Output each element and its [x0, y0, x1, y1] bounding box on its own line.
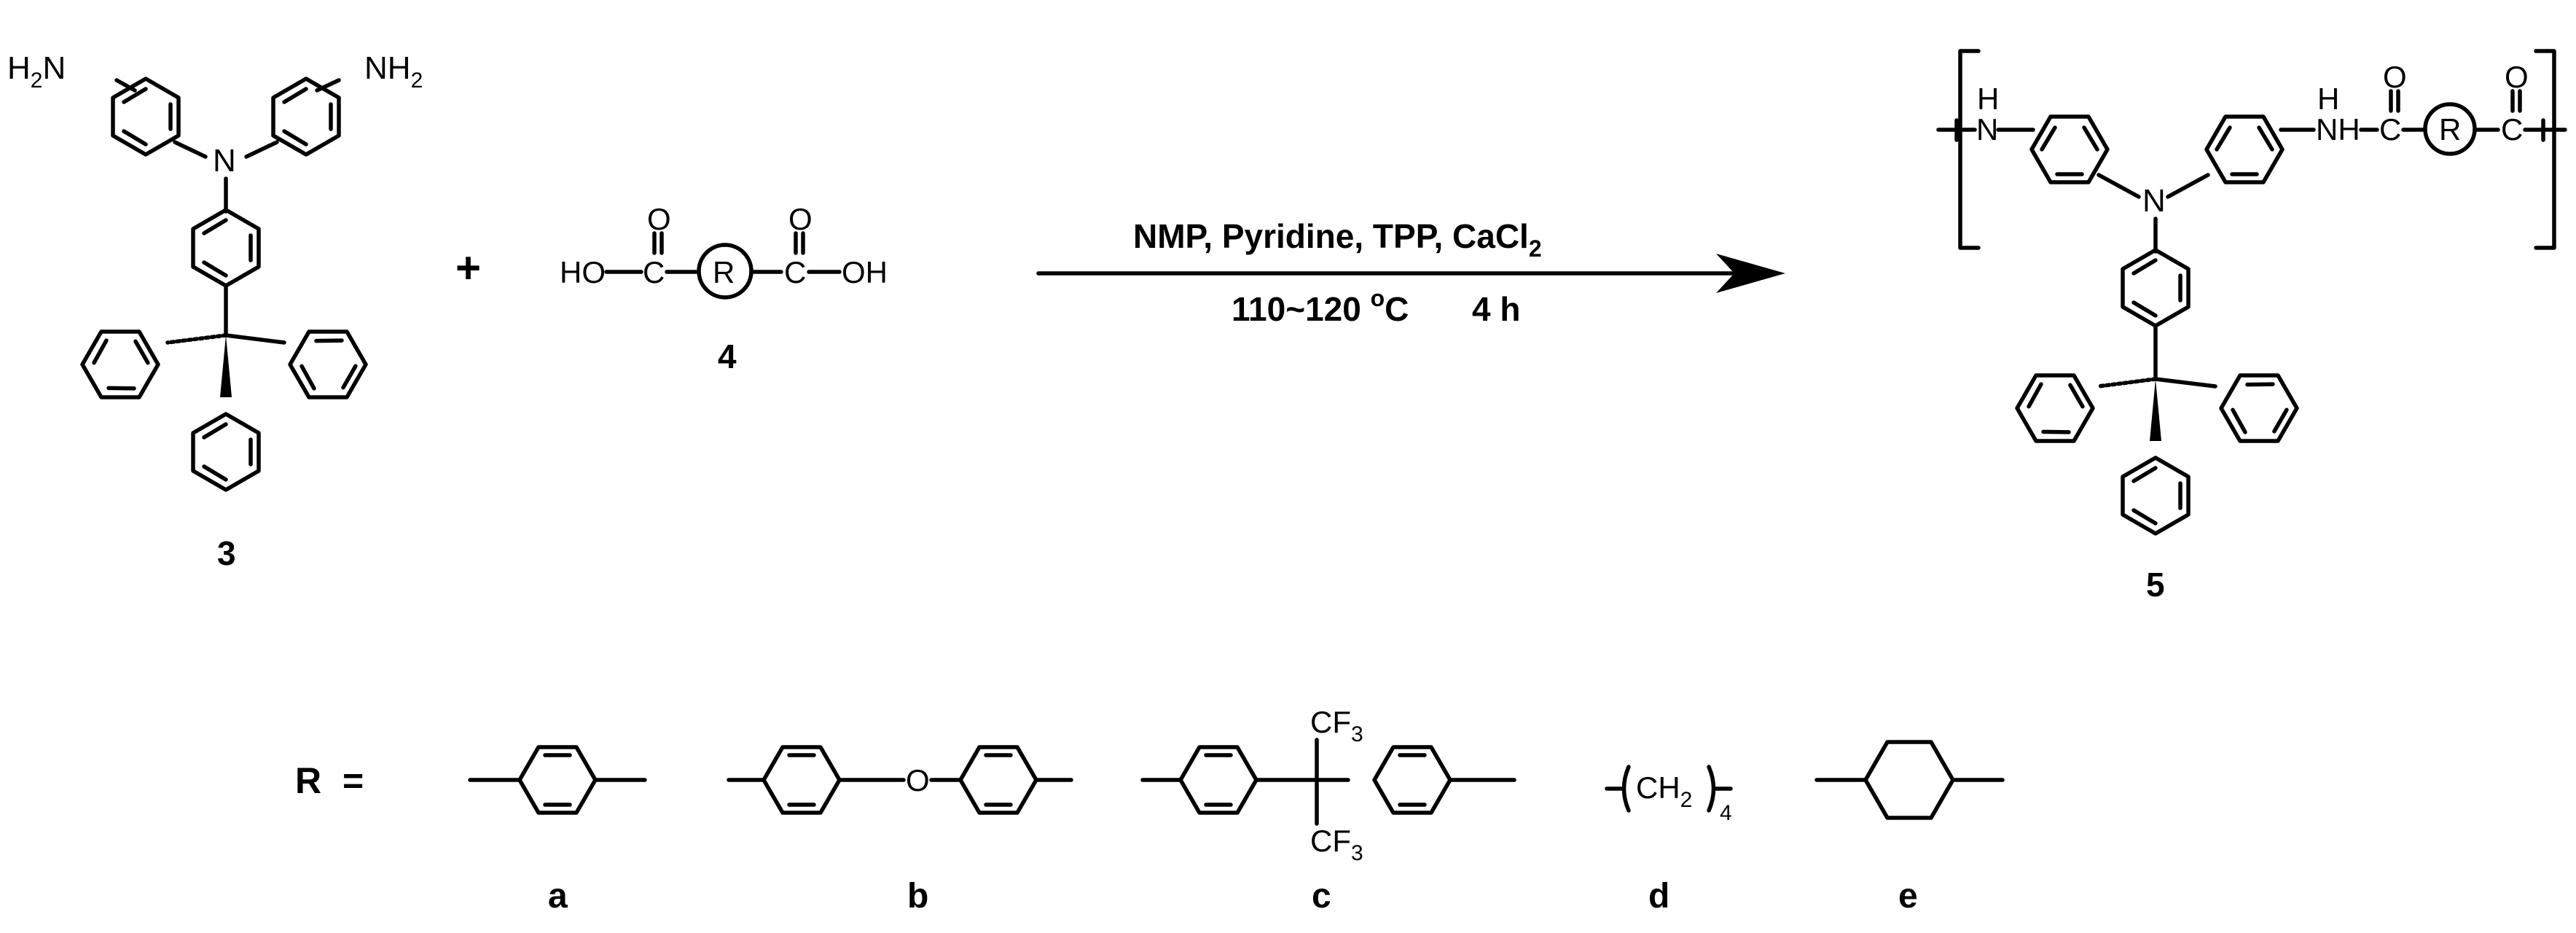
polymer-nh: NH	[2316, 112, 2360, 147]
compound-5-label: 5	[2146, 566, 2165, 604]
r-group-c-cf3-top: CF3	[1310, 705, 1363, 746]
polymer-n-center: N	[2142, 183, 2166, 219]
polymer-c1: C	[2379, 112, 2401, 147]
nh2-label: NH2	[364, 50, 423, 93]
r-group-a: a	[468, 747, 647, 916]
r-group-definitions: R = a O b CF3 CF3 c CH2 4 d	[295, 705, 2005, 916]
plus-sign: +	[455, 243, 481, 292]
r-groups-equals: =	[342, 760, 364, 801]
amine-n-label: N	[213, 143, 236, 179]
r-label-polymer: R	[2439, 112, 2461, 147]
polymer-h2: H	[2317, 82, 2339, 116]
reaction-arrow: NMP, Pyridine, TPP, CaCl2 110~120 oC 4 h	[1036, 217, 1785, 328]
polymer-c2: C	[2501, 112, 2523, 147]
diamine-structure: H2N NH2 N 3	[7, 50, 423, 572]
polymer-h1: H	[1977, 82, 1999, 116]
r-group-b-oxygen: O	[906, 763, 930, 797]
r-group-c-label: c	[1312, 877, 1331, 916]
conditions-reagents: NMP, Pyridine, TPP, CaCl2	[1133, 217, 1542, 262]
diacid-c2: C	[784, 255, 806, 289]
h2n-label: H2N	[7, 50, 66, 93]
diacid-c1: C	[643, 255, 665, 289]
conditions-temperature: 110~120 oC	[1232, 285, 1409, 328]
r-group-d: CH2 4 d	[1605, 765, 1733, 916]
oh-label: OH	[842, 255, 888, 289]
diacid-o1: O	[647, 202, 671, 236]
polymer-structure: H N N H NH C O R C O 5	[1936, 49, 2567, 604]
compound-3-label: 3	[217, 534, 236, 572]
polymer-n1: N	[1976, 112, 1998, 147]
r-group-c-cf3-bottom: CF3	[1310, 824, 1363, 865]
polymer-o1: O	[2383, 60, 2407, 94]
r-group-c: CF3 CF3 c	[1140, 705, 1516, 916]
r-groups-prefix: R	[295, 760, 321, 801]
r-group-a-label: a	[548, 877, 568, 916]
r-group-b: O b	[727, 747, 1073, 916]
diacid-structure: HO C O R C O OH 4	[560, 202, 888, 375]
r-group-d-ch2: CH2	[1636, 770, 1692, 812]
r-group-d-label: d	[1648, 877, 1669, 916]
r-group-b-label: b	[907, 877, 928, 916]
r-label-diacid: R	[713, 255, 735, 289]
diacid-o2: O	[788, 202, 813, 236]
compound-4-label: 4	[718, 337, 737, 375]
r-group-d-repeat: 4	[1720, 801, 1732, 825]
ho-label: HO	[560, 255, 606, 289]
r-group-e: e	[1814, 740, 2005, 916]
polymer-o2: O	[2505, 60, 2529, 94]
r-group-e-label: e	[1898, 877, 1918, 916]
conditions-time: 4 h	[1472, 290, 1520, 328]
